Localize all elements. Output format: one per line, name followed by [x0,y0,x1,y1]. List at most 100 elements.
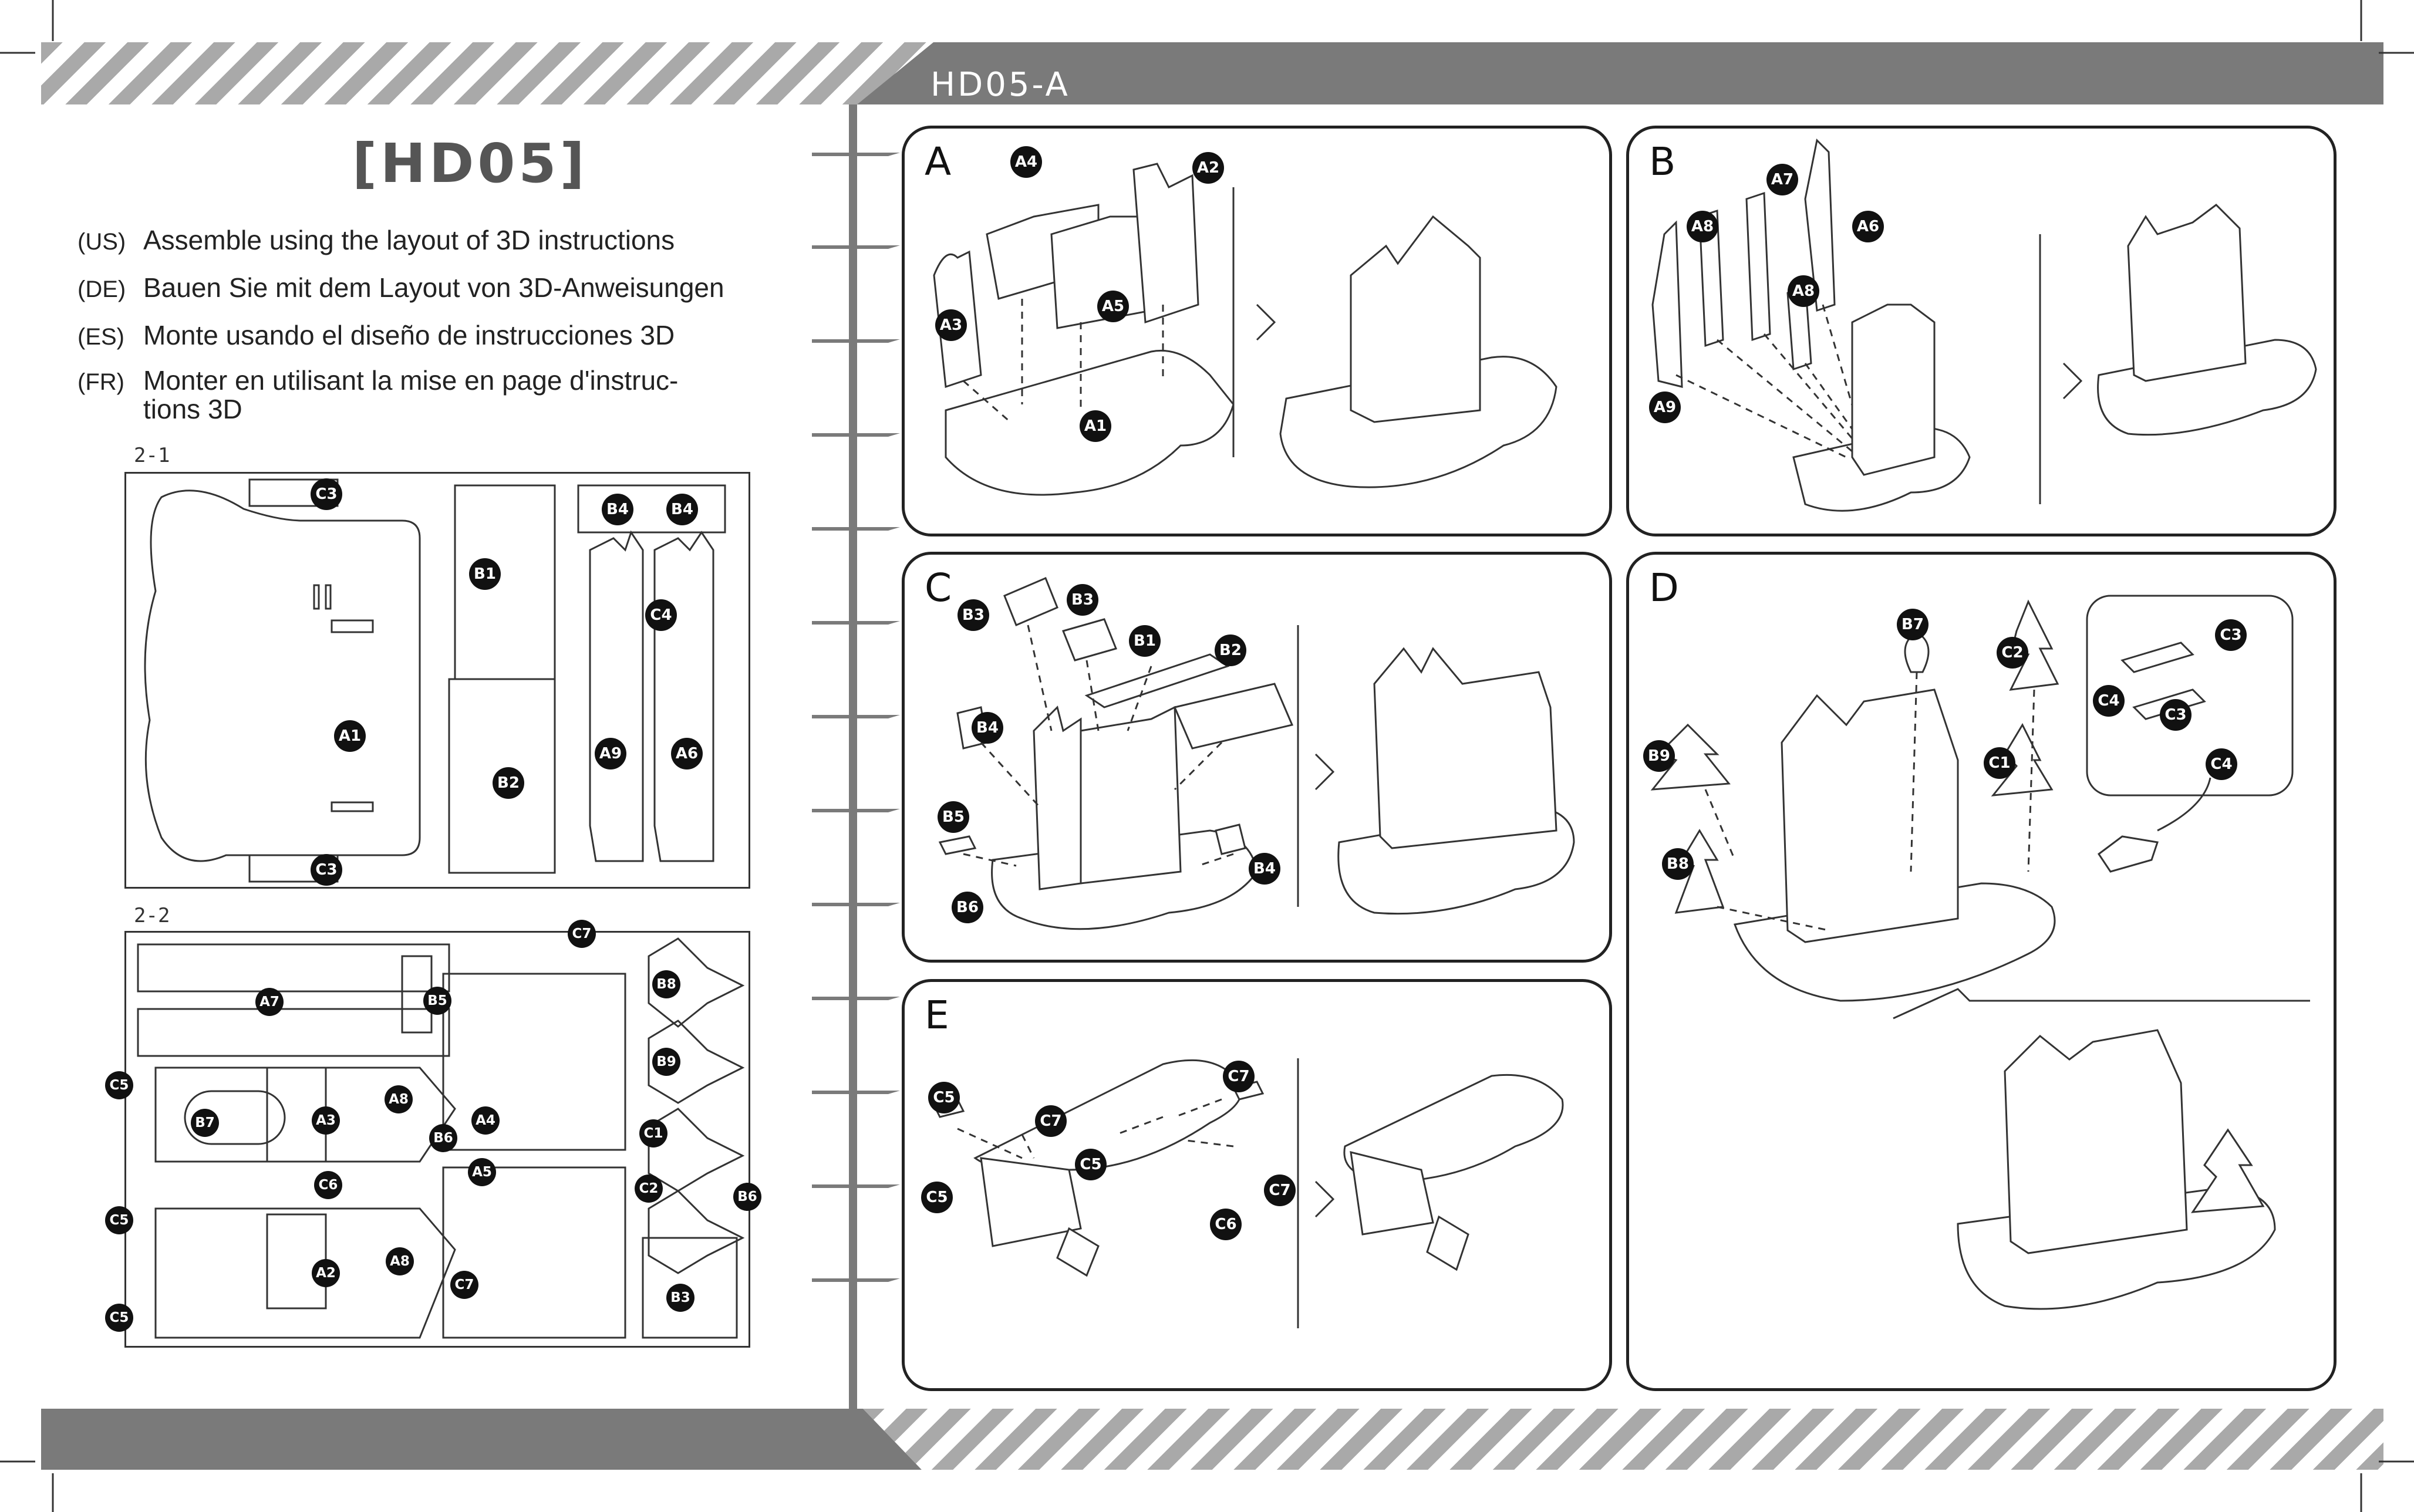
part-badge: B6 [952,892,983,923]
step-panel-a: A A4 A2 A3 A5 A1 [902,126,1612,536]
part-badge: A4 [1010,146,1042,178]
part-badge: A5 [1097,291,1129,322]
top-stripe-band [41,42,933,104]
part-badge: A2 [312,1259,340,1287]
part-badge: A9 [1649,392,1681,423]
instruction-list: (US)Assemble using the layout of 3D inst… [77,224,841,423]
divider-markers [812,153,900,1282]
panel-letter: B [1649,139,1676,184]
part-badge: C6 [1210,1209,1242,1240]
part-badge: B9 [1643,740,1675,772]
part-badge: C7 [1223,1061,1255,1092]
part-badge: A3 [935,309,967,341]
part-badge: B9 [652,1048,680,1076]
page-divider [849,104,857,1409]
part-badge: B8 [1662,848,1694,880]
part-badge: B1 [1129,625,1161,657]
instruction-de: (DE)Bauen Sie mit dem Layout von 3D-Anwe… [77,272,724,303]
part-badge: B7 [191,1109,219,1137]
part-badge: C4 [645,599,677,631]
part-badge: A7 [255,988,284,1016]
sheet1-label: 2-1 [134,444,170,467]
part-badge: A8 [1687,211,1718,242]
part-badge: A5 [468,1158,496,1186]
part-badge: A1 [334,720,366,752]
part-badge: B4 [602,494,633,525]
part-badge: C5 [105,1206,133,1234]
step-panel-d: D B7 C2 C3 C4 C3 C4 B9 C1 B8 [1626,552,2337,1391]
part-badge: C7 [1264,1174,1296,1206]
step-e-drawing [932,1058,1564,1328]
step-panel-e: E C5 C7 C7 C5 C5 C7 C6 [902,979,1612,1391]
part-badge: C5 [928,1082,960,1113]
part-badge: A8 [385,1085,413,1113]
part-badge: B6 [733,1183,761,1211]
part-badge: C7 [1035,1105,1067,1137]
instruction-es: (ES)Monte usando el diseño de instruccio… [77,320,675,350]
part-badge: C3 [311,854,342,886]
step-panel-b: B A7 A8 A6 A8 A9 [1626,126,2337,536]
part-badge: C6 [314,1171,342,1199]
part-badge: A6 [1852,211,1884,242]
part-badge: A3 [312,1106,340,1135]
sheet2-label: 2-2 [134,904,170,927]
part-badge: A9 [595,738,626,770]
part-badge: B7 [1897,609,1928,640]
part-badge: B3 [957,599,989,631]
sheet1-outlines [144,478,726,883]
step-b-drawing [1651,138,2317,512]
parts-sheet-2: C7 A7 B5 B8 B9 C5 B7 A3 A8 B6 A4 C1 A5 C… [105,920,761,1348]
part-badge: C5 [921,1182,953,1213]
step-panel-c: C B3 B3 B1 B2 B4 B5 B6 B4 [902,552,1612,963]
part-badge: B3 [1067,584,1098,616]
page-code: HD05-A [930,66,1070,104]
part-badge: C3 [2215,619,2247,651]
part-badge: A6 [671,738,703,770]
part-badge: A8 [386,1247,414,1275]
page-title: [HD05] [352,132,588,195]
part-badge: A8 [1788,275,1819,307]
part-badge: C4 [2093,685,2125,717]
instruction-us: (US)Assemble using the layout of 3D inst… [77,225,675,255]
part-badge: A4 [471,1106,500,1135]
instruction-fr: (FR)Monter en utilisant la mise en page … [77,365,679,424]
panel-letter: D [1649,565,1679,610]
part-badge: C5 [105,1304,133,1332]
part-badge: C7 [450,1271,478,1299]
bottom-stripe-band [863,1409,2383,1470]
part-badge: A1 [1080,410,1111,442]
part-badge: B4 [666,494,698,525]
part-badge: B1 [469,558,501,590]
part-badge: B3 [666,1284,694,1312]
part-badge: C3 [311,478,342,510]
part-badge: C1 [639,1119,667,1148]
part-badge: B6 [429,1124,457,1152]
part-badge: B2 [1215,635,1246,666]
top-header-band [857,42,2383,104]
part-badge: B5 [938,801,969,833]
part-badge: C2 [1997,637,2028,669]
panel-letter: C [925,565,952,610]
part-badge: C5 [105,1071,133,1099]
panel-letter: A [925,139,952,184]
parts-sheet-1: C3 B4 B4 B1 C4 A1 B2 A9 A6 C3 [124,472,750,889]
part-badge: B4 [972,712,1003,744]
part-badge: B5 [423,987,451,1015]
step-d-drawing [1650,595,2310,1310]
part-badge: B4 [1249,853,1280,885]
part-badge: A2 [1192,152,1224,184]
part-badge: B2 [493,767,524,799]
part-badge: A7 [1766,164,1798,195]
part-badge: C3 [2160,699,2192,731]
part-badge: C5 [1075,1149,1107,1180]
part-badge: C7 [568,920,596,948]
part-badge: B8 [652,970,680,998]
bottom-solid-band [41,1409,922,1470]
part-badge: C1 [1984,747,2015,779]
part-badge: C4 [2206,748,2237,780]
panel-letter: E [925,993,949,1038]
step-c-drawing [938,577,1575,930]
step-a-drawing [933,163,1557,496]
part-badge: C2 [635,1174,663,1203]
